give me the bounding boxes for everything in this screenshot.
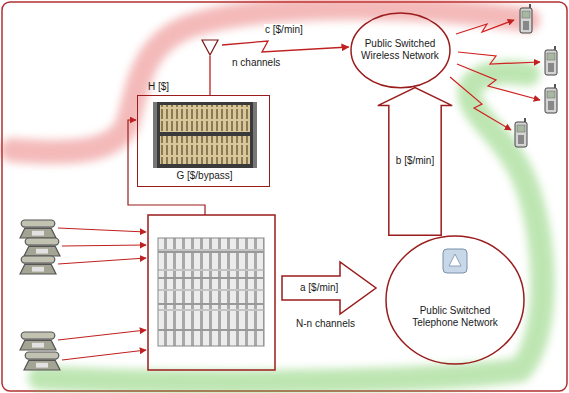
network-ellipse: Public Switched Telephone Network	[385, 235, 525, 365]
phone-line-arrows	[58, 228, 146, 360]
rack-box: H [$]G [$/bypass]	[137, 95, 270, 187]
ellipse-shape	[351, 13, 450, 88]
radio-link-arrows	[450, 20, 540, 130]
antenna-symbol	[202, 40, 218, 55]
cost-label: G [$/bypass]	[176, 170, 232, 182]
mobile-phone	[515, 118, 527, 147]
mobile-phone	[545, 46, 557, 75]
desk-phone	[24, 238, 60, 256]
pstn-icon	[443, 249, 467, 273]
ellipse-shape	[386, 236, 524, 364]
bypass-wire	[128, 120, 205, 215]
wired-route-band	[40, 72, 543, 382]
radio-link	[210, 41, 349, 95]
switch-illustration	[158, 238, 264, 346]
cost-label: H [$]	[148, 81, 169, 93]
trunk-arrow	[378, 88, 452, 236]
channel-label: n channels	[232, 57, 280, 69]
switch-box	[148, 215, 275, 370]
network-ellipse: Public Switched Wireless Network	[350, 12, 451, 89]
rack-illustration	[153, 102, 257, 168]
desk-phone	[20, 220, 56, 238]
rate-label: c [$/min]	[264, 24, 304, 36]
mobile-phone	[520, 4, 532, 33]
network-name: Public Switched Wireless Network	[358, 38, 442, 62]
channel-label: N-n channels	[296, 318, 355, 330]
network-name: Public Switched Telephone Network	[400, 305, 510, 329]
rate-label: b [$/min]	[395, 155, 435, 167]
desk-phone	[20, 256, 56, 274]
wireless-route-band	[12, 8, 528, 152]
trunk-arrow	[282, 262, 376, 314]
mobile-phone	[545, 84, 557, 113]
ellipse-outline	[385, 235, 525, 365]
desk-phone	[24, 352, 60, 370]
cost-label: a [$/min]	[300, 282, 338, 294]
desk-phone	[20, 332, 56, 350]
